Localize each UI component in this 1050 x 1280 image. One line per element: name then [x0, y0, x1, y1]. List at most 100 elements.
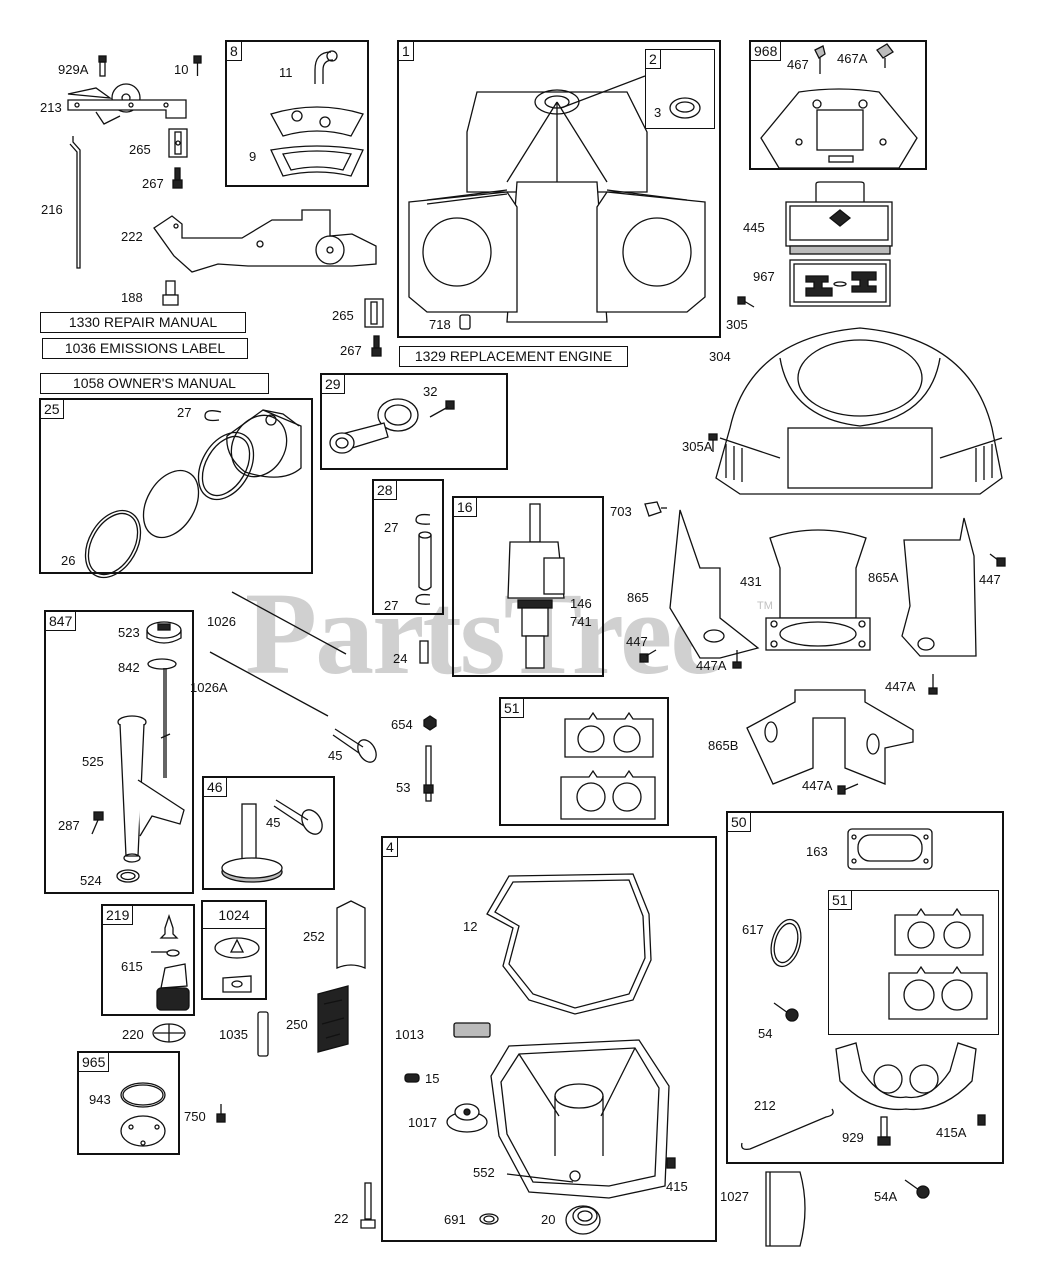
- part-label-842[interactable]: 842: [118, 660, 140, 675]
- kit-847-dipstick-box[interactable]: 847 523 842 525 287 524: [44, 610, 194, 894]
- part-label-252[interactable]: 252: [303, 929, 325, 944]
- part-label-222[interactable]: 222: [121, 229, 143, 244]
- seal-3-icon: [669, 97, 701, 119]
- part-label-305A[interactable]: 305A: [682, 439, 713, 454]
- part-label-615[interactable]: 615: [121, 959, 143, 974]
- kit-1024-oil-pump-box[interactable]: 1024: [201, 900, 267, 1000]
- part-label-617[interactable]: 617: [742, 922, 764, 937]
- owners-manual-label[interactable]: 1058 OWNER'S MANUAL: [40, 373, 269, 394]
- part-label-213[interactable]: 213: [40, 100, 62, 115]
- part-label-967[interactable]: 967: [753, 269, 775, 284]
- part-label-250[interactable]: 250: [286, 1017, 308, 1032]
- part-label-524[interactable]: 524: [80, 873, 102, 888]
- emissions-label[interactable]: 1036 EMISSIONS LABEL: [42, 338, 248, 359]
- part-label-447Aa[interactable]: 447A: [696, 658, 727, 673]
- part-label-20[interactable]: 20: [541, 1212, 556, 1227]
- part-label-32[interactable]: 32: [423, 384, 438, 399]
- kit-50-exhaust-box[interactable]: 50 163 617 54 51 212 929 415A: [726, 811, 1004, 1164]
- part-label-267b[interactable]: 267: [340, 343, 362, 358]
- part-label-703[interactable]: 703: [610, 504, 632, 519]
- kit-4-oil-sump-box[interactable]: 4 12 1013 15 1017 552 415 691 20: [381, 836, 717, 1242]
- part-label-865[interactable]: 865: [627, 590, 649, 605]
- part-label-26[interactable]: 26: [61, 553, 76, 568]
- part-label-447Ac[interactable]: 447A: [802, 778, 833, 793]
- part-label-865A[interactable]: 865A: [868, 570, 899, 585]
- part-label-523[interactable]: 523: [118, 625, 140, 640]
- part-label-45b[interactable]: 45: [266, 815, 281, 830]
- part-label-929A[interactable]: 929A: [58, 62, 89, 77]
- kit-968-tag: 968: [750, 41, 782, 61]
- replacement-engine-label[interactable]: 1329 REPLACEMENT ENGINE: [399, 346, 628, 367]
- kit-51-gasket-box[interactable]: 51: [499, 697, 669, 826]
- part-label-220[interactable]: 220: [122, 1027, 144, 1042]
- part-label-15[interactable]: 15: [425, 1071, 440, 1086]
- kit-2-box[interactable]: 2 3: [645, 49, 715, 129]
- part-label-750[interactable]: 750: [184, 1109, 206, 1124]
- kit-219-governor-box[interactable]: 219 615: [101, 904, 195, 1016]
- part-label-415[interactable]: 415: [666, 1179, 688, 1194]
- part-label-188[interactable]: 188: [121, 290, 143, 305]
- kit-1-engine-box[interactable]: 1 718 2 3: [397, 40, 721, 338]
- part-label-27c[interactable]: 27: [384, 598, 399, 613]
- kit-25-piston-box[interactable]: 25 27 26: [39, 398, 313, 579]
- part-label-415A[interactable]: 415A: [936, 1125, 967, 1140]
- breather-tube-11-icon: [314, 50, 338, 84]
- part-label-146[interactable]: 146: [570, 596, 592, 611]
- part-label-654[interactable]: 654: [391, 717, 413, 732]
- part-label-467A[interactable]: 467A: [837, 51, 868, 66]
- part-label-265a[interactable]: 265: [129, 142, 151, 157]
- part-label-447Ab[interactable]: 447A: [885, 679, 916, 694]
- kit-29-connecting-rod-box[interactable]: 29 32: [320, 373, 508, 470]
- part-label-27a[interactable]: 27: [177, 405, 192, 420]
- kit-965-box[interactable]: 965 943: [77, 1051, 180, 1155]
- part-label-1013[interactable]: 1013: [395, 1027, 424, 1042]
- part-label-11[interactable]: 11: [279, 65, 293, 80]
- part-label-943[interactable]: 943: [89, 1092, 111, 1107]
- part-label-552[interactable]: 552: [473, 1165, 495, 1180]
- screw-447Ac-icon: [837, 783, 859, 795]
- repair-manual-label[interactable]: 1330 REPAIR MANUAL: [40, 312, 246, 333]
- part-label-431[interactable]: 431: [740, 574, 762, 589]
- kit-46-camshaft-box[interactable]: 46 45: [202, 776, 335, 890]
- part-label-525[interactable]: 525: [82, 754, 104, 769]
- part-label-212[interactable]: 212: [754, 1098, 776, 1113]
- part-label-10[interactable]: 10: [174, 62, 189, 77]
- part-label-54[interactable]: 54: [758, 1026, 773, 1041]
- part-label-287[interactable]: 287: [58, 818, 80, 833]
- part-label-9[interactable]: 9: [249, 149, 257, 164]
- part-label-718[interactable]: 718: [429, 317, 451, 332]
- part-label-265b[interactable]: 265: [332, 308, 354, 323]
- part-label-691[interactable]: 691: [444, 1212, 466, 1227]
- part-label-53[interactable]: 53: [396, 780, 411, 795]
- part-label-447a[interactable]: 447: [979, 572, 1001, 587]
- kit-51b-gasket-box[interactable]: 51: [828, 890, 999, 1035]
- part-label-1017[interactable]: 1017: [408, 1115, 437, 1130]
- part-label-929[interactable]: 929: [842, 1130, 864, 1145]
- part-label-741[interactable]: 741: [570, 614, 592, 629]
- part-label-24[interactable]: 24: [393, 651, 408, 666]
- part-label-1035[interactable]: 1035: [219, 1027, 248, 1042]
- kit-16-crankshaft-box[interactable]: 16 146 741: [452, 496, 604, 677]
- part-label-27b[interactable]: 27: [384, 520, 399, 535]
- part-label-216[interactable]: 216: [41, 202, 63, 217]
- part-label-305[interactable]: 305: [726, 317, 748, 332]
- part-label-447b[interactable]: 447: [626, 634, 648, 649]
- kit-968-box[interactable]: 968 467 467A: [749, 40, 927, 170]
- kit-28-piston-pin-box[interactable]: 28 27 27: [372, 479, 444, 615]
- kit-8-box[interactable]: 8 11 9: [225, 40, 369, 187]
- part-label-1027[interactable]: 1027: [720, 1189, 749, 1204]
- part-label-1026[interactable]: 1026: [207, 614, 236, 629]
- part-label-304[interactable]: 304: [709, 349, 731, 364]
- part-label-12[interactable]: 12: [463, 919, 478, 934]
- part-label-163[interactable]: 163: [806, 844, 828, 859]
- screw-305A-icon: [708, 433, 718, 452]
- part-label-267a[interactable]: 267: [142, 176, 164, 191]
- part-label-54A[interactable]: 54A: [874, 1189, 898, 1204]
- part-label-445[interactable]: 445: [743, 220, 765, 235]
- part-label-865B[interactable]: 865B: [708, 738, 739, 753]
- part-label-22[interactable]: 22: [334, 1211, 349, 1226]
- part-label-1026A[interactable]: 1026A: [190, 680, 228, 695]
- part-label-45a[interactable]: 45: [328, 748, 343, 763]
- part-label-467[interactable]: 467: [787, 57, 809, 72]
- part-label-3[interactable]: 3: [654, 105, 662, 120]
